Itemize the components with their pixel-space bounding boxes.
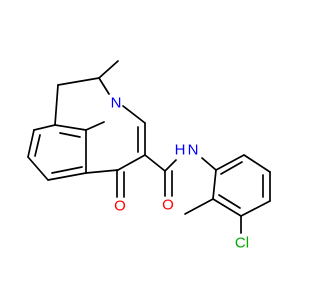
- atom-h-amide: H: [175, 142, 186, 159]
- atom-o-amide: O: [162, 197, 174, 214]
- bond-c6p-c1p: [215, 154, 245, 171]
- bonds: [27, 60, 271, 234]
- chemical-structure: N O O N H Cl: [27, 60, 271, 252]
- bond-methyl: [98, 60, 119, 79]
- bond-c2-n: [98, 77, 110, 95]
- bond-c5-c6: [117, 154, 146, 171]
- bond-c2p-c3p-double: [218, 194, 241, 209]
- bond-c7-c6a-double: [51, 166, 83, 174]
- bond-c1-c9a: [54, 84, 59, 126]
- atom-cl: Cl: [235, 235, 249, 252]
- bond-n-c1prime: [201, 157, 217, 171]
- bond-c9b-c9a: [54, 124, 87, 131]
- bond-c9a-c9: [33, 124, 56, 131]
- atom-n-ring: N: [111, 95, 122, 112]
- bond-c6p-c1p-double: [220, 161, 243, 175]
- bond-c7-c6a: [47, 172, 87, 181]
- bond-n-c9b: [85, 121, 105, 131]
- bond-c2p-c3p: [212, 198, 242, 217]
- bond-c8-c7: [27, 156, 49, 181]
- bond-c1p-c2p: [212, 169, 217, 200]
- bond-aryl-methyl: [184, 198, 214, 215]
- bond-c2-c1: [57, 77, 100, 86]
- bond-c5p-c6p: [243, 154, 271, 173]
- atom-n-amide: N: [188, 142, 199, 159]
- bond-n-c4: [122, 105, 146, 124]
- atom-o-ketone: O: [114, 198, 126, 215]
- bond-c3p-c4p: [240, 200, 271, 217]
- bond-camide-n: [164, 159, 177, 172]
- bond-c9b-c9a-double: [59, 132, 81, 138]
- structure-canvas: N O O N H Cl: [27, 60, 271, 252]
- bond-c8-c8-double: [34, 134, 41, 157]
- bond-c9-c8: [27, 129, 35, 158]
- atom-labels: N O O N H Cl: [111, 95, 250, 252]
- bond-c6-c6a: [85, 169, 119, 174]
- bond-c5-camide: [144, 154, 166, 172]
